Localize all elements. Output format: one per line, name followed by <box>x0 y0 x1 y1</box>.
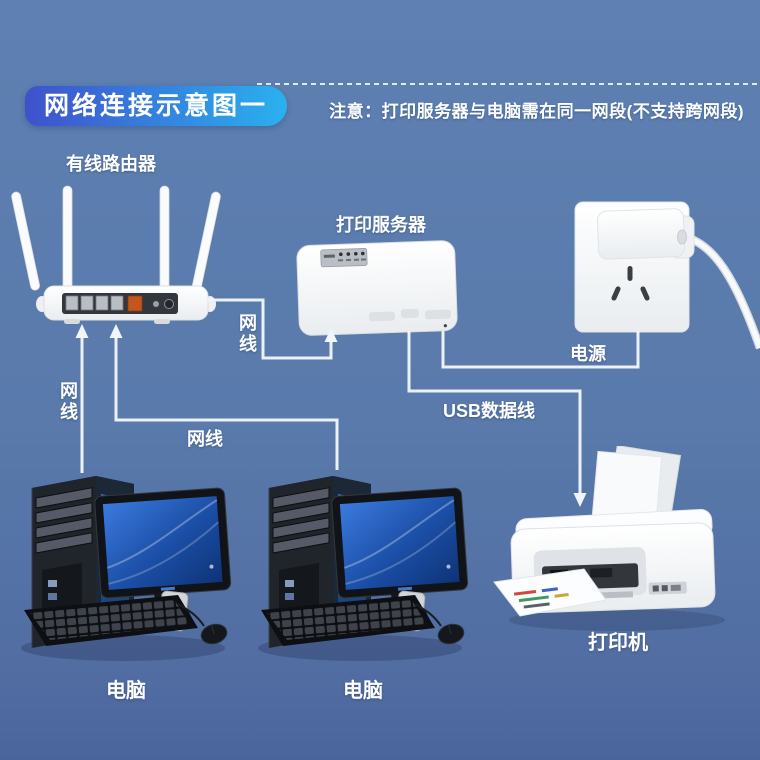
cable-print-server-to-printer <box>407 331 582 497</box>
cable-label-lan-mid: 网线 <box>187 429 223 449</box>
router-lan-ports <box>65 295 124 311</box>
router-power-jack <box>164 299 174 309</box>
arrow-into-router-2 <box>109 324 123 338</box>
usb-charger <box>596 208 695 260</box>
cable-computer-mid-to-router <box>114 336 339 470</box>
printer-label: 打印机 <box>588 632 648 654</box>
power-label: 电源 <box>570 344 606 364</box>
cable-label-usb: USB数据线 <box>443 401 536 421</box>
printer-illustration <box>493 446 725 631</box>
power-outlet-illustration <box>574 201 760 350</box>
title-badge: 网络连接示意图一 <box>25 86 287 126</box>
print-server-watermark <box>368 308 452 322</box>
cable-print-server-to-power <box>441 331 640 369</box>
socket-pin-slots <box>611 266 650 301</box>
router-antennas <box>11 185 221 291</box>
cable-router-to-print-server <box>206 298 333 360</box>
computer-left-label: 电脑 <box>106 680 146 702</box>
print-server-led-sticker <box>320 248 368 268</box>
router-reset-button <box>153 301 159 307</box>
arrow-into-print-server <box>324 328 338 342</box>
arrowheads <box>75 324 587 507</box>
cable-label-lan-server: 网线 <box>237 313 257 355</box>
note-text: 注意：打印服务器与电脑需在同一网段(不支持跨网段) <box>329 102 744 121</box>
printer-output-sheet <box>493 568 607 617</box>
arrow-into-printer <box>573 493 587 507</box>
print-server-illustration <box>296 240 458 336</box>
computer-mid-label: 电脑 <box>343 680 383 702</box>
cable-label-lan-left: 网线 <box>58 381 78 423</box>
router-illustration <box>11 185 221 324</box>
print-server-label: 打印服务器 <box>336 215 426 235</box>
router-wan-port <box>127 295 143 312</box>
arrow-into-router-1 <box>75 324 89 338</box>
router-label: 有线路由器 <box>66 154 156 174</box>
power-cable <box>684 234 760 349</box>
